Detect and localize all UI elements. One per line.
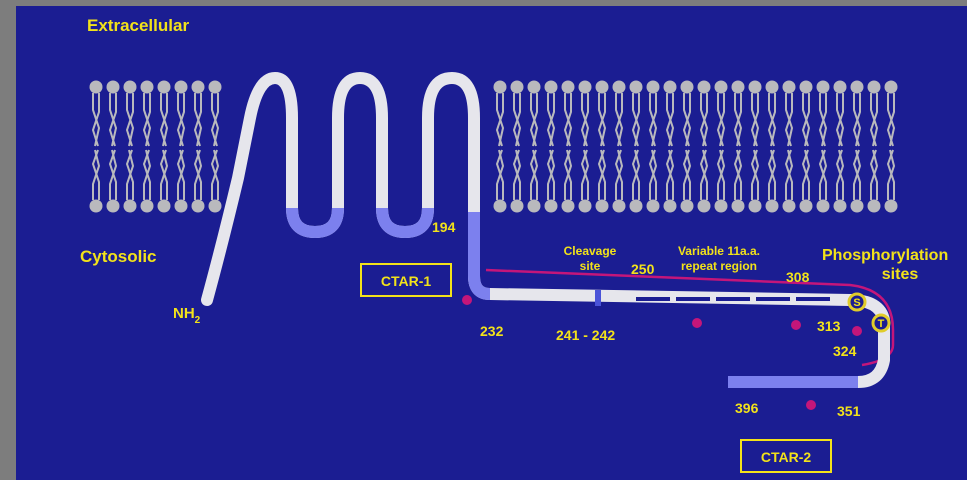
lipid-head-outer	[834, 81, 847, 94]
marker-dot	[462, 295, 472, 305]
lipid-head-outer	[698, 81, 711, 94]
lipid-head-outer	[664, 81, 677, 94]
lipid-head-outer	[192, 81, 205, 94]
lipid-head-outer	[681, 81, 694, 94]
lipid-head-outer	[766, 81, 779, 94]
lipid-head-outer	[124, 81, 137, 94]
lipid-head-inner	[800, 200, 813, 213]
phospho-label-line2: sites	[882, 266, 919, 283]
lipid-head-outer	[868, 81, 881, 94]
cytosolic-label: Cytosolic	[80, 247, 157, 266]
lipid-head-inner	[698, 200, 711, 213]
residue-396: 396	[735, 400, 759, 416]
lipid-head-inner	[545, 200, 558, 213]
lipid-head-inner	[834, 200, 847, 213]
lipid-head-inner	[766, 200, 779, 213]
threonine-mark: T	[878, 318, 885, 330]
lipid-head-inner	[511, 200, 524, 213]
lipid-head-outer	[630, 81, 643, 94]
lipid-head-outer	[783, 81, 796, 94]
lipid-head-inner	[732, 200, 745, 213]
lipid-head-inner	[141, 200, 154, 213]
serine-mark: S	[853, 297, 860, 309]
lipid-head-inner	[124, 200, 137, 213]
repeat-label-line1: Variable 11a.a.	[678, 244, 760, 258]
background-panel	[16, 6, 967, 480]
lipid-head-outer	[209, 81, 222, 94]
lipid-head-inner	[749, 200, 762, 213]
lipid-head-outer	[579, 81, 592, 94]
residue-308: 308	[786, 269, 810, 285]
ctar1-label: CTAR-1	[381, 273, 432, 289]
lipid-head-inner	[613, 200, 626, 213]
cleavage-label-line2: site	[580, 259, 601, 273]
lipid-head-inner	[209, 200, 222, 213]
lipid-head-inner	[528, 200, 541, 213]
lipid-head-inner	[783, 200, 796, 213]
residue-241-242: 241 - 242	[556, 327, 615, 343]
residue-250: 250	[631, 261, 655, 277]
lipid-head-outer	[175, 81, 188, 94]
lipid-head-outer	[494, 81, 507, 94]
lipid-head-inner	[494, 200, 507, 213]
residue-232: 232	[480, 323, 504, 339]
lipid-head-inner	[817, 200, 830, 213]
lipid-head-outer	[817, 81, 830, 94]
lipid-head-outer	[800, 81, 813, 94]
lipid-head-outer	[562, 81, 575, 94]
lipid-head-inner	[885, 200, 898, 213]
lipid-head-inner	[681, 200, 694, 213]
lipid-head-outer	[107, 81, 120, 94]
residue-351: 351	[837, 403, 861, 419]
residue-324: 324	[833, 343, 857, 359]
residue-194: 194	[432, 219, 456, 235]
repeat-label-line2: repeat region	[681, 259, 757, 273]
lipid-head-inner	[175, 200, 188, 213]
ctar2-label: CTAR-2	[761, 449, 812, 465]
lipid-head-inner	[596, 200, 609, 213]
lipid-head-outer	[596, 81, 609, 94]
lipid-head-outer	[528, 81, 541, 94]
phospho-label-line1: Phosphorylation	[822, 247, 948, 264]
lipid-head-inner	[851, 200, 864, 213]
cleavage-site-mark	[595, 290, 601, 306]
lipid-head-inner	[715, 200, 728, 213]
marker-dot	[806, 400, 816, 410]
marker-dot	[791, 320, 801, 330]
lipid-head-inner	[192, 200, 205, 213]
lipid-head-inner	[158, 200, 171, 213]
lipid-head-inner	[562, 200, 575, 213]
lipid-head-inner	[107, 200, 120, 213]
lipid-head-outer	[851, 81, 864, 94]
lipid-head-outer	[715, 81, 728, 94]
lipid-head-outer	[90, 81, 103, 94]
lipid-head-inner	[579, 200, 592, 213]
lipid-head-outer	[141, 81, 154, 94]
lipid-head-inner	[868, 200, 881, 213]
lipid-head-inner	[647, 200, 660, 213]
lipid-head-outer	[158, 81, 171, 94]
residue-313: 313	[817, 318, 841, 334]
lipid-head-outer	[545, 81, 558, 94]
lipid-head-outer	[732, 81, 745, 94]
extracellular-label: Extracellular	[87, 16, 189, 35]
lipid-head-inner	[630, 200, 643, 213]
lipid-head-inner	[664, 200, 677, 213]
lipid-head-outer	[613, 81, 626, 94]
lipid-head-outer	[511, 81, 524, 94]
lipid-head-outer	[885, 81, 898, 94]
marker-dot	[852, 326, 862, 336]
lipid-head-outer	[647, 81, 660, 94]
marker-dot	[692, 318, 702, 328]
cleavage-label-line1: Cleavage	[564, 244, 617, 258]
lipid-head-outer	[749, 81, 762, 94]
lipid-head-inner	[90, 200, 103, 213]
